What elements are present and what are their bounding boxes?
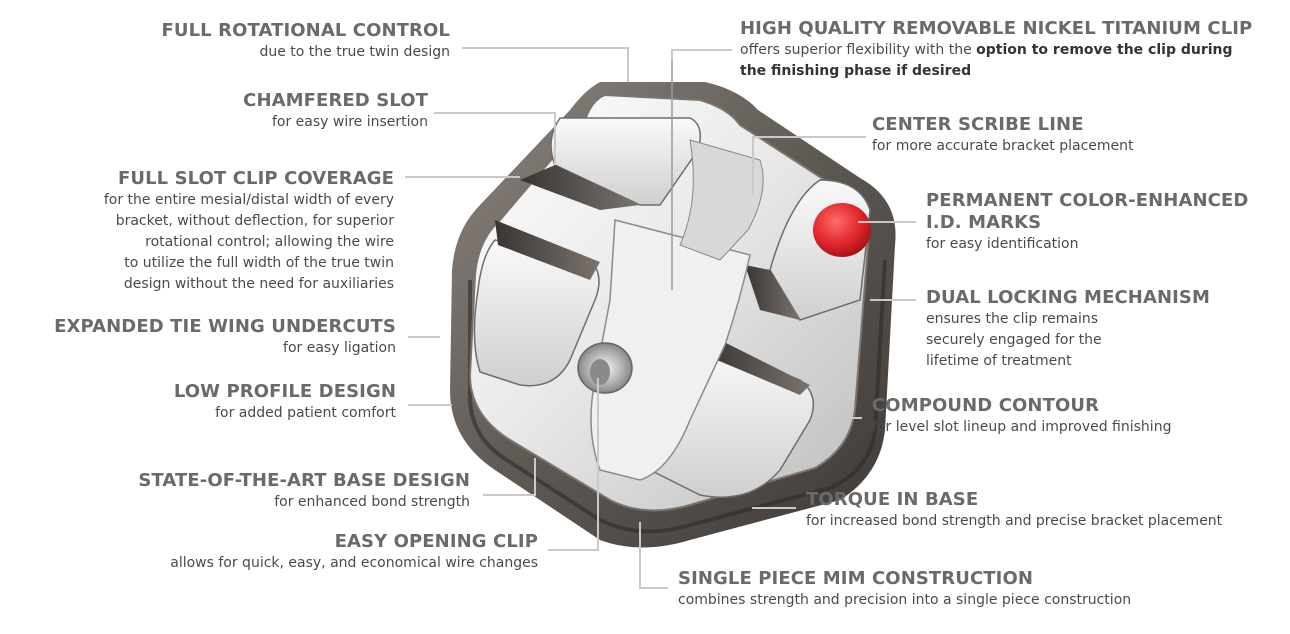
callout-title: HIGH QUALITY REMOVABLE NICKEL TITANIUM C… [740,18,1253,39]
callout-desc: for easy ligation [283,340,396,356]
callout-nickel-titanium-clip: HIGH QUALITY REMOVABLE NICKEL TITANIUM C… [740,18,1252,82]
callout-desc: for easy wire insertion [271,114,428,130]
callout-title: SINGLE PIECE MIM CONSTRUCTION [678,568,1034,589]
callout-title: FULL ROTATIONAL CONTROL [161,20,450,41]
callout-desc: offers superior flexibility with the opt… [740,40,1252,61]
callout-desc-line: design without the need for auxiliaries [123,276,394,292]
callout-desc: for increased bond strength and precise … [806,513,1223,529]
callout-desc: combines strength and precision into a s… [678,592,1132,608]
callout-compound-contour: COMPOUND CONTOUR for level slot lineup a… [872,395,1171,438]
callout-expanded-tie-wing-undercuts: EXPANDED TIE WING UNDERCUTS for easy lig… [54,316,396,359]
callout-chamfered-slot: CHAMFERED SLOT for easy wire insertion [243,90,428,133]
id-mark-red-dot [813,203,871,257]
callout-desc-line: securely engaged for the [926,332,1102,348]
callout-color-enhanced-id-marks: PERMANENT COLOR-ENHANCED I.D. MARKS for … [926,190,1248,255]
callout-title: PERMANENT COLOR-ENHANCED [926,190,1249,211]
callout-title: DUAL LOCKING MECHANISM [926,287,1211,308]
callout-title: COMPOUND CONTOUR [872,395,1100,416]
callout-torque-in-base: TORQUE IN BASE for increased bond streng… [806,489,1222,532]
callout-desc: for level slot lineup and improved finis… [872,419,1172,435]
callout-desc: due to the true twin design [259,44,450,60]
callout-title: TORQUE IN BASE [806,489,979,510]
callout-full-slot-clip-coverage: FULL SLOT CLIP COVERAGE for the entire m… [104,168,394,295]
callout-title: STATE-OF-THE-ART BASE DESIGN [138,470,470,491]
callout-title: EASY OPENING CLIP [334,531,538,552]
callout-desc-plain: offers superior flexibility with the [740,42,977,58]
callout-desc-line: ensures the clip remains [926,311,1099,327]
callout-low-profile-design: LOW PROFILE DESIGN for added patient com… [174,381,396,424]
callout-full-rotational-control: FULL ROTATIONAL CONTROL due to the true … [162,20,451,63]
leader-easy-opening [548,378,599,551]
leader-center-scribe [752,136,866,195]
callout-title: EXPANDED TIE WING UNDERCUTS [54,316,396,337]
leader-chamfered [434,112,556,165]
callout-desc: for more accurate bracket placement [872,138,1134,154]
callout-dual-locking-mechanism: DUAL LOCKING MECHANISM ensures the clip … [926,287,1210,372]
callout-desc: the finishing phase if desired [740,61,1252,82]
callout-desc: for enhanced bond strength [274,494,470,510]
leader-nickel-clip [671,49,732,60]
callout-title: FULL SLOT CLIP COVERAGE [117,168,394,189]
callout-desc-bold: option to remove the clip during [976,42,1233,58]
callout-desc: allows for quick, easy, and economical w… [170,555,538,571]
callout-desc-line: lifetime of treatment [926,353,1072,369]
callout-desc: for added patient comfort [215,405,396,421]
callout-title: CENTER SCRIBE LINE [872,114,1084,135]
callout-title: LOW PROFILE DESIGN [173,381,396,402]
callout-desc-bold: the finishing phase if desired [740,63,972,79]
callout-easy-opening-clip: EASY OPENING CLIP allows for quick, easy… [170,531,538,574]
callout-desc-line: rotational control; allowing the wire [145,234,394,250]
leader-base-design [483,458,536,496]
leader-single-piece [639,522,668,589]
callout-desc: for easy identification [926,236,1079,252]
callout-base-design: STATE-OF-THE-ART BASE DESIGN for enhance… [138,470,470,513]
nickel-titanium-clip [590,219,751,481]
callout-title: I.D. MARKS [926,212,1042,233]
callout-single-piece-mim: SINGLE PIECE MIM CONSTRUCTION combines s… [678,568,1131,611]
callout-center-scribe-line: CENTER SCRIBE LINE for more accurate bra… [872,114,1134,157]
callout-desc-line: to utilize the full width of the true tw… [124,255,394,271]
leader-full-rotational [462,47,629,82]
callout-desc-line: for the entire mesial/distal width of ev… [103,192,394,208]
callout-desc-line: bracket, without deflection, for superio… [115,213,394,229]
callout-title: CHAMFERED SLOT [243,90,428,111]
